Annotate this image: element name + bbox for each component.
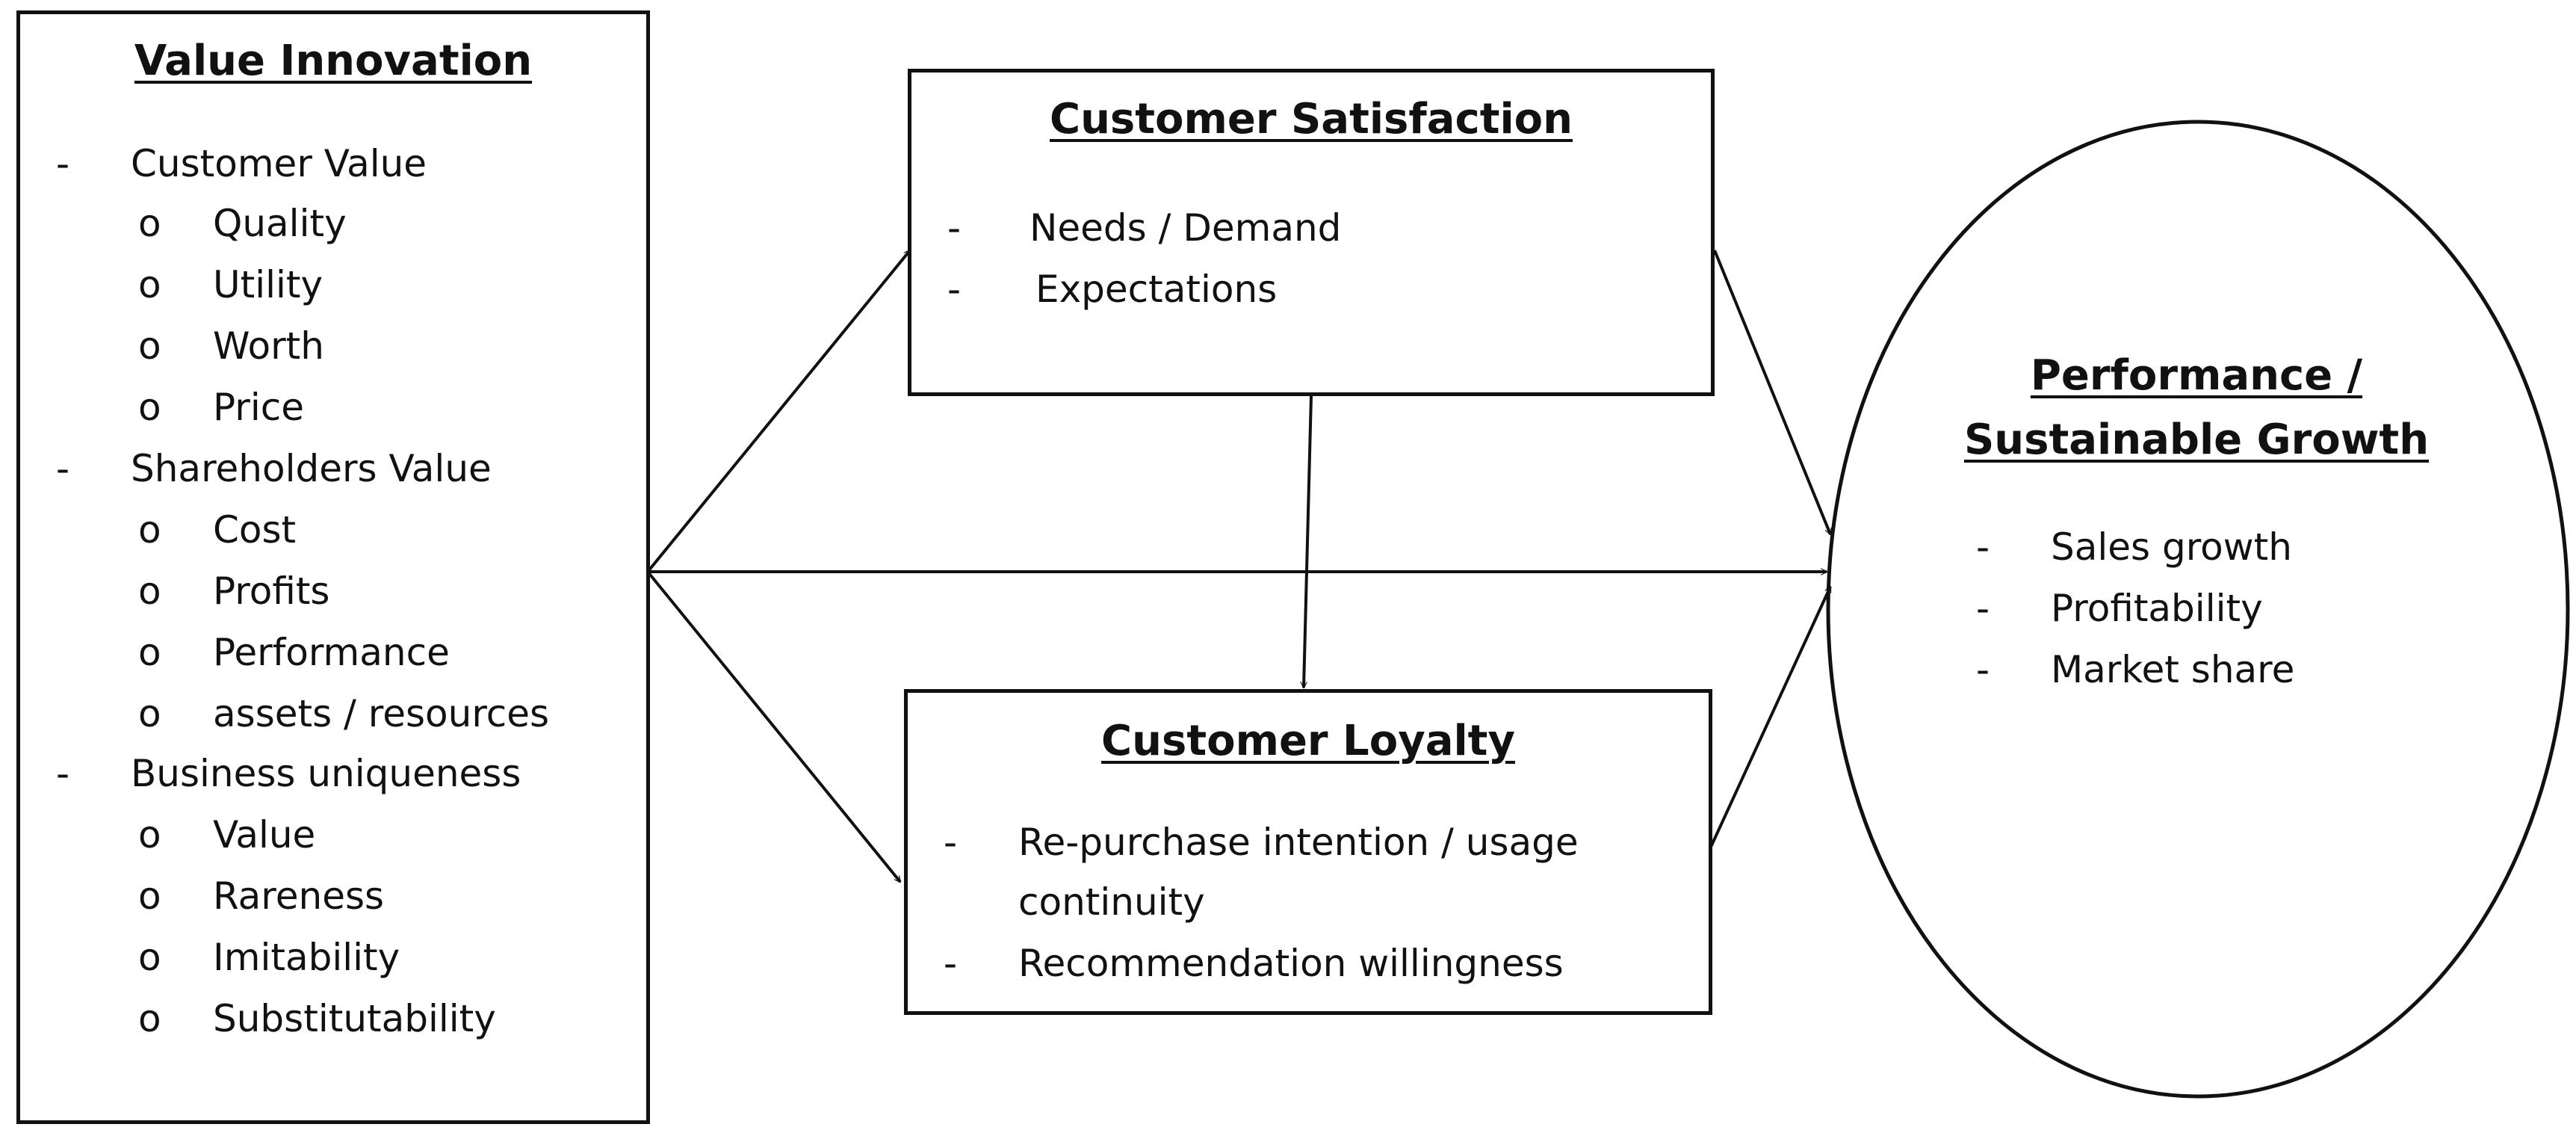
performance-title-line1: Performance / [2030, 351, 2363, 400]
dash-marker: - [1976, 525, 1990, 569]
dash-marker: - [947, 206, 962, 250]
sub-item-label: Cost [213, 508, 297, 552]
loyalty-item-label-line: Recommendation willingness [1018, 942, 1564, 985]
circle-marker: o [138, 874, 161, 918]
circle-marker: o [138, 631, 161, 674]
dash-marker: - [56, 447, 70, 490]
circle-marker: o [138, 386, 161, 429]
circle-marker: o [138, 569, 161, 613]
customer-loyalty-title: Customer Loyalty [1101, 717, 1515, 765]
dash-marker: - [947, 268, 962, 311]
circle-marker: o [138, 508, 161, 552]
sub-item-label: Performance [213, 631, 450, 674]
sub-item-label: Price [213, 386, 304, 429]
satisfaction-item-label: Expectations [1035, 268, 1278, 311]
sub-item-label: Value [213, 813, 316, 856]
arrow-value-to-loyalty [646, 570, 902, 882]
value-innovation-title: Value Innovation [134, 37, 533, 85]
dash-marker: - [1976, 587, 1990, 630]
sub-item-label: Profits [213, 569, 330, 613]
circle-marker: o [138, 692, 161, 735]
customer-satisfaction-title: Customer Satisfaction [1049, 95, 1573, 143]
group-label: Shareholders Value [131, 447, 492, 490]
arrow-satisfaction-to-performance [1713, 250, 1832, 534]
performance-ellipse [1826, 120, 2570, 1099]
performance-item-label: Sales growth [2051, 525, 2292, 569]
arrow-satisfaction-to-loyalty [1304, 395, 1313, 688]
arrow-value-to-satisfaction [646, 250, 911, 573]
dash-marker: - [944, 821, 958, 864]
performance-item-label: Market share [2051, 648, 2295, 691]
dash-marker: - [1976, 648, 1990, 691]
group-label: Customer Value [131, 142, 427, 185]
sub-item-label: Rareness [213, 874, 385, 918]
sub-item-label: Substitutability [213, 997, 496, 1040]
dash-marker: - [56, 142, 70, 185]
sub-item-label: Worth [213, 324, 324, 368]
customer-loyalty-box: Customer Loyalty - Re-purchase intention… [904, 689, 1712, 1015]
sub-item-label: assets / resources [213, 692, 550, 735]
circle-marker: o [138, 263, 161, 306]
dash-marker: - [944, 942, 958, 985]
loyalty-item-label-line: continuity [1018, 880, 1205, 924]
circle-marker: o [138, 202, 161, 245]
sub-item-label: Utility [213, 263, 323, 306]
performance-title-line2: Sustainable Growth [1963, 416, 2430, 464]
sub-item-label: Quality [213, 202, 347, 245]
circle-marker: o [138, 813, 161, 856]
satisfaction-item-label: Needs / Demand [1030, 206, 1342, 250]
customer-satisfaction-box: Customer Satisfaction - Needs / Demand -… [908, 69, 1715, 396]
performance-item-label: Profitability [2051, 587, 2263, 630]
performance-title: Performance / Sustainable Growth [1868, 344, 2525, 472]
value-innovation-box: Value Innovation - Customer Value o Qual… [16, 10, 650, 1124]
circle-marker: o [138, 936, 161, 979]
circle-marker: o [138, 324, 161, 368]
loyalty-item-label-line: Re-purchase intention / usage [1018, 821, 1579, 864]
group-label: Business uniqueness [131, 752, 521, 795]
arrow-loyalty-to-performance [1702, 587, 1832, 864]
circle-marker: o [138, 997, 161, 1040]
dash-marker: - [56, 752, 70, 795]
sub-item-label: Imitability [213, 936, 400, 979]
